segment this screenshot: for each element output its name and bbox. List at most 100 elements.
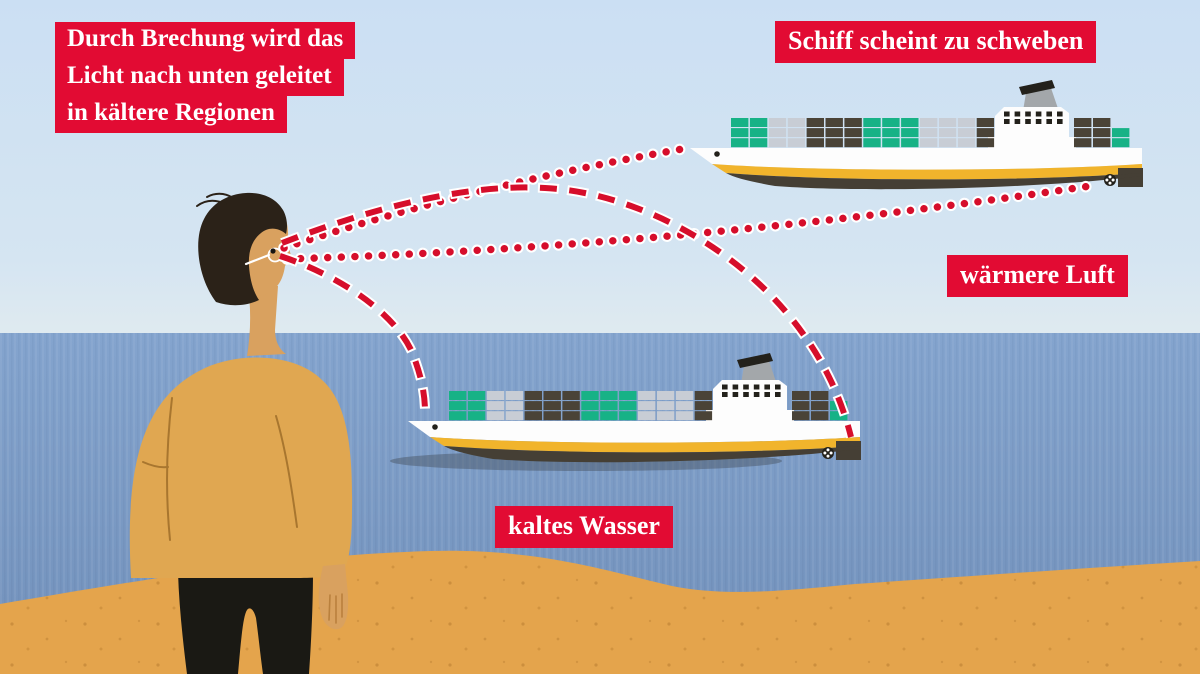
bridge-window — [743, 392, 749, 397]
bridge-window — [743, 384, 749, 390]
person-hair — [198, 192, 287, 306]
bridge-window — [1035, 119, 1042, 124]
jacket-seam-right — [275, 415, 298, 528]
container-green — [863, 138, 881, 148]
container-dark — [562, 411, 580, 421]
container-green — [467, 411, 486, 421]
container-green — [731, 138, 749, 148]
bridge-window — [753, 384, 760, 390]
propeller-blade — [823, 451, 827, 455]
person-hand — [318, 564, 349, 630]
container-dark — [543, 391, 561, 400]
container-gray — [486, 391, 505, 400]
real-ship-on-water — [408, 353, 861, 463]
propeller-icon — [822, 447, 834, 459]
container-gray — [656, 411, 675, 421]
container-gray — [505, 391, 524, 400]
propeller-blade — [1111, 178, 1115, 182]
container-dark — [811, 401, 829, 411]
hair-strand-icon — [196, 199, 227, 207]
container-gray — [787, 128, 806, 138]
hull-bottom — [444, 446, 860, 463]
person-observer — [129, 192, 353, 674]
container-dark — [1093, 118, 1111, 127]
propeller-blade — [1108, 175, 1112, 179]
jacket-pocket-line — [142, 461, 169, 469]
container-dark — [792, 401, 810, 411]
container-dark — [1074, 128, 1092, 138]
container-green — [731, 118, 749, 127]
person-pants — [178, 572, 313, 674]
container-gray — [768, 138, 787, 148]
container-green — [600, 411, 618, 421]
bridge-window — [753, 392, 760, 397]
container-dark — [562, 401, 580, 411]
container-gray — [675, 401, 694, 411]
container-green — [882, 118, 900, 127]
container-green — [901, 128, 919, 138]
sight-line-dotted-upper — [280, 144, 692, 252]
bridge-window — [1046, 111, 1052, 117]
hull-yellow-stripe — [430, 437, 860, 453]
container-dark — [524, 411, 542, 421]
label-refraction-note-line3: in kältere Regionen — [55, 96, 287, 133]
container-dark — [524, 401, 542, 411]
bridge-window — [1057, 111, 1063, 117]
bridge-window — [764, 384, 770, 390]
label-warmer-air-text: wärmere Luft — [947, 255, 1128, 298]
propeller-blade — [1108, 181, 1112, 185]
bridge-window — [722, 384, 728, 390]
container-dark — [811, 411, 829, 421]
container-gray — [675, 391, 694, 400]
container-green — [581, 401, 599, 411]
container-dark — [976, 128, 995, 138]
label-refraction-note: Durch Brechung wird das Licht nach unten… — [55, 22, 356, 133]
mirage-ship-floating — [690, 80, 1143, 190]
container-gray — [638, 391, 656, 400]
bridge-window — [775, 384, 781, 390]
jacket-seam-left — [166, 397, 173, 541]
person-eye — [270, 248, 276, 254]
container-dark — [806, 128, 824, 138]
container-gray — [957, 118, 976, 127]
container-gray — [486, 411, 505, 421]
container-gray — [920, 138, 938, 148]
bridge-window — [1025, 119, 1031, 124]
container-green — [619, 391, 637, 400]
container-gray — [957, 138, 976, 148]
bridge-window — [1014, 119, 1021, 124]
container-dark — [825, 118, 843, 127]
container-gray — [656, 401, 675, 411]
container-gray — [787, 118, 806, 127]
container-gray — [787, 138, 806, 148]
container-dark — [844, 138, 862, 148]
sight-line-dotted-lower — [283, 181, 1101, 263]
bridge-window — [1004, 111, 1010, 117]
refracted-line-bow — [279, 253, 428, 413]
container-dark — [806, 138, 824, 148]
container-green — [749, 128, 768, 138]
container-dark — [543, 411, 561, 421]
hair-strand-icon — [206, 192, 234, 199]
label-refraction-note-line1: Durch Brechung wird das — [55, 22, 356, 59]
container-dark — [543, 401, 561, 411]
container-green — [830, 411, 848, 421]
container-green — [901, 138, 919, 148]
container-dark — [524, 391, 542, 400]
container-green — [863, 128, 881, 138]
container-dark — [976, 138, 995, 148]
bridge-window — [1035, 111, 1042, 117]
container-dark — [1093, 128, 1111, 138]
container-green — [581, 391, 599, 400]
container-green — [600, 401, 618, 411]
container-dark — [825, 138, 843, 148]
container-dark — [976, 118, 995, 127]
refracted-line-stern — [280, 184, 854, 438]
container-gray — [638, 401, 656, 411]
person-neck — [247, 286, 286, 356]
container-dark — [825, 128, 843, 138]
container-green — [449, 401, 467, 411]
hull-white — [690, 148, 1142, 170]
container-gray — [920, 128, 938, 138]
